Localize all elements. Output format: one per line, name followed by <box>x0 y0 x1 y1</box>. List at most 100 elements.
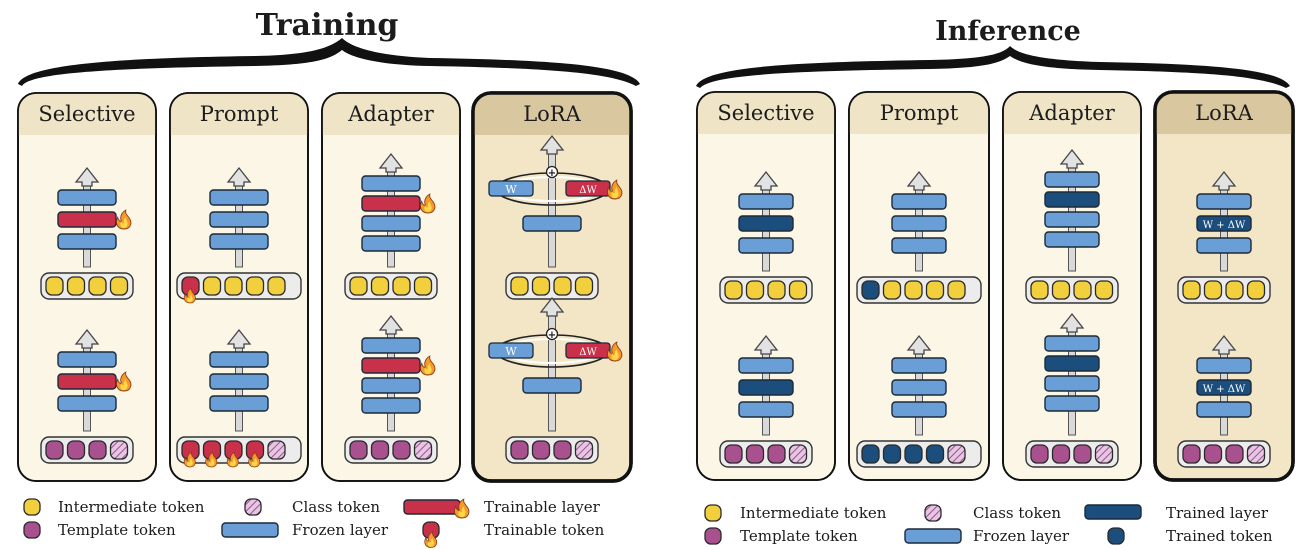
intermediate-token <box>45 276 64 296</box>
frozen-layer <box>738 237 794 254</box>
panel-header <box>170 93 308 135</box>
intermediate-token <box>531 276 551 296</box>
arrow-up-icon <box>539 296 565 317</box>
plus-sign: + <box>548 330 556 341</box>
frozen-layer <box>209 395 269 412</box>
training-panel-prompt: Prompt <box>169 92 309 482</box>
flame-icon <box>420 193 436 214</box>
template-token-swatch <box>23 521 41 539</box>
class-token <box>1094 444 1114 464</box>
adapter-layer <box>361 195 421 212</box>
panel-title: Adapter <box>347 102 434 126</box>
class-token <box>109 440 129 460</box>
template-token <box>510 440 529 460</box>
legend-class-label: Class token <box>973 504 1061 522</box>
frozen-layer <box>522 215 582 232</box>
intermediate-token <box>1073 280 1092 300</box>
frozen-layer <box>209 373 269 390</box>
template-token <box>66 440 86 460</box>
frozen-layer <box>1044 375 1100 392</box>
template-token <box>88 440 107 460</box>
class-token <box>788 444 808 464</box>
intermediate-token <box>882 280 902 300</box>
intermediate-token <box>767 280 786 300</box>
token-row <box>1025 276 1119 304</box>
token-tray <box>1025 276 1119 304</box>
legend-frozen-label: Frozen layer <box>973 527 1070 545</box>
frozen-layer <box>209 233 269 250</box>
stack-upper <box>176 166 302 304</box>
trained-token <box>861 280 880 300</box>
intermediate-token <box>370 276 390 296</box>
frozen-layer <box>209 189 269 206</box>
intermediate-token-swatch <box>704 504 722 522</box>
stack-upper: W + ΔW <box>1177 170 1271 304</box>
stack-upper <box>40 166 134 300</box>
panel-outline <box>471 91 633 483</box>
arrow-up-icon <box>539 134 565 155</box>
template-token <box>370 440 390 460</box>
frozen-layer-swatch <box>221 522 279 538</box>
legend-frozen-label: Frozen layer <box>292 521 389 539</box>
token-tray <box>40 436 134 464</box>
stack-lower: W + ΔW <box>1177 334 1271 468</box>
panel-outline <box>1153 90 1295 482</box>
frozen-layer <box>891 215 947 232</box>
flame-icon <box>607 341 623 362</box>
intermediate-token <box>1094 280 1114 300</box>
intermediate-token <box>1225 280 1244 300</box>
legend-trained-token-label: Trained token <box>1166 527 1273 545</box>
intermediate-token <box>245 276 265 296</box>
frozen-layer <box>1196 193 1252 210</box>
frozen-layer <box>891 401 947 418</box>
frozen-layer <box>361 397 421 414</box>
panel-title: Adapter <box>1028 101 1115 125</box>
token-tray <box>1025 440 1119 468</box>
frozen-layer <box>891 357 947 374</box>
intermediate-token <box>413 276 433 296</box>
intermediate-token <box>574 276 594 296</box>
arrow-up-icon <box>378 152 404 173</box>
inference-panel-adapter: Adapter <box>1002 91 1142 481</box>
frozen-layer <box>738 193 794 210</box>
arrow-up-icon <box>753 334 779 355</box>
flame-icon <box>424 531 438 548</box>
panel-title: Selective <box>38 102 135 126</box>
panel-header <box>473 93 631 135</box>
flame-icon <box>226 451 239 468</box>
flame-icon <box>116 371 132 392</box>
plus-sign: + <box>548 168 556 179</box>
trained-token <box>882 444 902 464</box>
frozen-layer <box>209 351 269 368</box>
lora-dw-layer <box>565 180 611 197</box>
template-token <box>1182 444 1201 464</box>
arrow-up-icon <box>1059 148 1085 169</box>
token-tray <box>344 436 438 464</box>
panel-title: Prompt <box>200 102 279 126</box>
token-tray <box>1177 440 1271 468</box>
frozen-layer <box>57 189 117 206</box>
lora-dw-label: ΔW <box>579 347 597 358</box>
panel-header <box>18 93 156 135</box>
merged-layer <box>1196 215 1252 232</box>
intermediate-token <box>1182 280 1201 300</box>
frozen-layer <box>209 211 269 228</box>
token-row <box>40 436 134 464</box>
trained-layer <box>738 379 794 396</box>
token-row <box>176 272 302 304</box>
intermediate-token <box>349 276 368 296</box>
arrow-up-icon <box>906 334 932 355</box>
legend-intermediate-label: Intermediate token <box>58 498 205 516</box>
token-row <box>505 272 599 300</box>
template-token <box>45 440 64 460</box>
panel-title: Selective <box>717 101 814 125</box>
flame-icon <box>205 451 218 468</box>
token-row <box>1177 276 1271 304</box>
panel-outline <box>169 92 309 482</box>
frozen-layer <box>57 351 117 368</box>
template-token <box>1030 444 1049 464</box>
stack-upper <box>719 170 813 304</box>
token-row <box>344 272 438 300</box>
